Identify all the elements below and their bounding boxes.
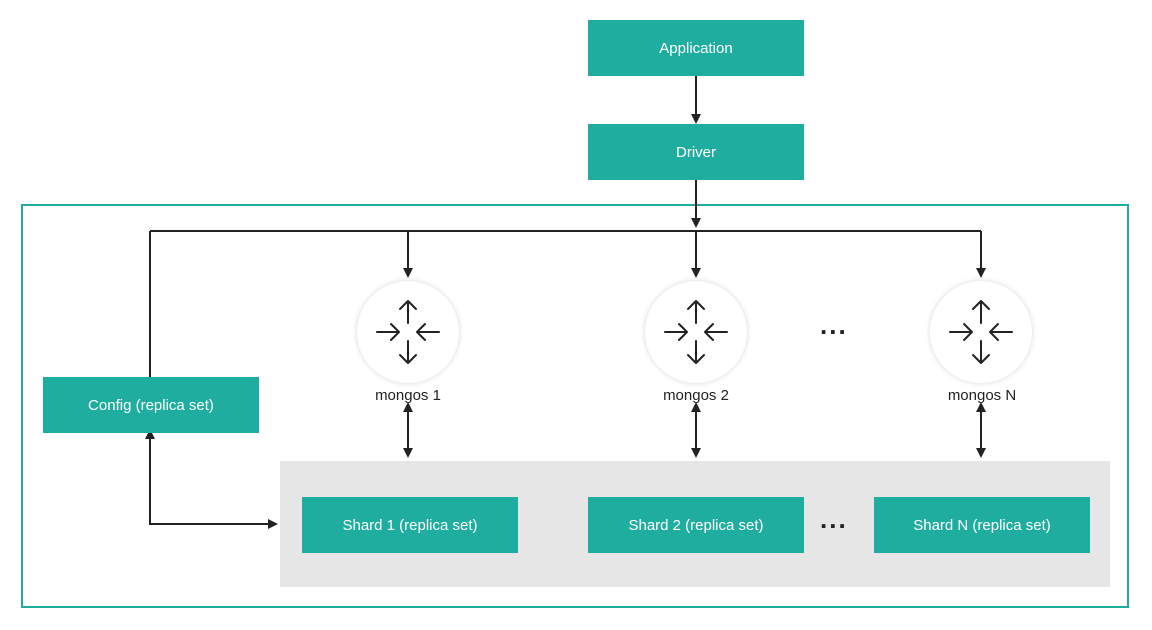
shard-1-box: Shard 1 (replica set) [302,497,518,553]
router-arrows-icon [664,300,728,364]
shards-ellipsis: ... [820,504,848,534]
router-arrows-icon [949,300,1013,364]
mongos-n-label: mongos N [947,387,1017,404]
routers-ellipsis: ... [820,310,848,340]
shard-n-label: Shard N (replica set) [913,516,1051,534]
shard-1-label: Shard 1 (replica set) [342,516,478,534]
driver-label: Driver [676,143,716,161]
shard-n-box: Shard N (replica set) [874,497,1090,553]
router-arrows-icon [376,300,440,364]
mongos-n-router [930,281,1032,383]
mongos-1-label: mongos 1 [375,387,441,404]
shard-2-box: Shard 2 (replica set) [588,497,804,553]
mongos-2-label: mongos 2 [663,387,729,404]
config-box: Config (replica set) [43,377,259,433]
shard-2-label: Shard 2 (replica set) [628,516,764,534]
mongos-1-router [357,281,459,383]
application-label: Application [659,39,733,57]
driver-box: Driver [588,124,804,180]
arrow-config-shards [145,429,278,529]
mongos-2-router [645,281,747,383]
application-box: Application [588,20,804,76]
sharded-cluster-border [21,204,1129,608]
config-label: Config (replica set) [88,396,214,414]
